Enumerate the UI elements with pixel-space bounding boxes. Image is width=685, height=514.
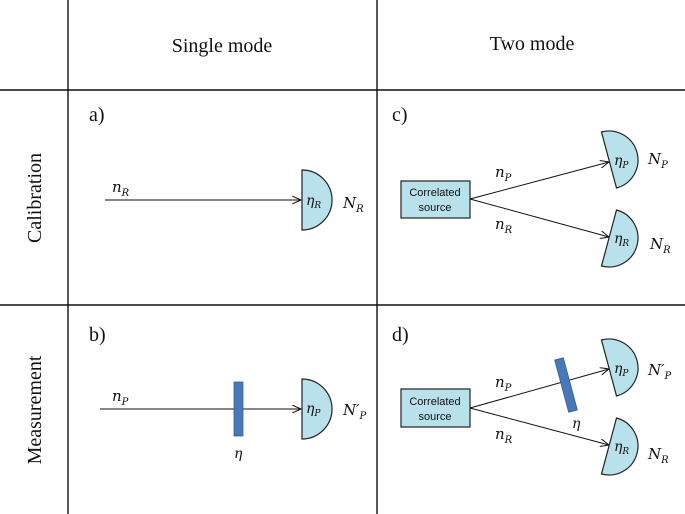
panel-d-detector-upper-counts: N′P (647, 361, 672, 382)
header-calibration: Calibration (24, 153, 46, 243)
panel-b-input-mode: nP (112, 387, 129, 408)
panel-b-detector-eff: ηP (306, 401, 321, 419)
panel-a: a) nR ηR NR (89, 104, 364, 231)
panel-a-counts: NR (342, 194, 364, 215)
panel-d-filter (554, 357, 578, 413)
panel-b-filter (233, 381, 244, 437)
panel-b-detector (301, 378, 333, 440)
panel-d-detector-lower-eff: ηR (614, 439, 629, 457)
panel-d-label: d) (392, 324, 409, 346)
panel-c-detector-upper-eff: ηP (614, 153, 629, 171)
panel-c-source-line2: source (418, 202, 451, 214)
panel-d-beam-upper (469, 369, 609, 409)
panel-d-mode-lower: nR (495, 425, 513, 446)
panel-b-label: b) (89, 324, 106, 346)
panel-d-filter-label: η (572, 416, 581, 432)
panel-c-source-box (400, 180, 471, 219)
panel-a-detector-eff: ηR (306, 193, 321, 211)
panel-a-input-mode: nR (112, 178, 130, 199)
panel-c-beam-lower (469, 198, 609, 237)
panel-c-mode-upper: nP (495, 163, 512, 184)
panel-c-detector-upper-counts: NP (647, 150, 668, 171)
panel-c-mode-lower: nR (495, 215, 513, 236)
panel-c-detector-lower-eff: ηR (614, 231, 629, 249)
header-measurement: Measurement (24, 355, 46, 464)
panel-d-detector-upper-eff: ηP (614, 361, 629, 379)
panel-d-source-line2: source (418, 411, 451, 423)
panel-c-source-line1: Correlated (409, 187, 460, 199)
panel-d-source-line1: Correlated (409, 396, 460, 408)
panel-a-label: a) (89, 104, 105, 126)
panel-d-detector-lower-counts: NR (647, 445, 669, 466)
panel-c-detector-lower (600, 209, 639, 268)
panel-c-detector-upper (600, 130, 639, 189)
panel-d-detector-upper (600, 338, 639, 397)
panel-c-beam-upper (469, 162, 609, 200)
panel-c: c) Correlated source nP nR ηP NP ηR NR (392, 104, 671, 268)
panel-b-filter-label: η (234, 446, 243, 462)
panel-d-mode-upper: nP (495, 373, 512, 394)
panel-d-source-box (400, 388, 471, 428)
panel-d-detector-lower (600, 417, 639, 476)
panel-d-beam-lower (469, 407, 609, 445)
panel-b: b) nP η ηP N′P (89, 324, 367, 462)
panel-a-detector (301, 169, 333, 231)
panel-d: d) Correlated source η nP nR ηP N′P ηR N… (392, 324, 672, 476)
header-two-mode: Two mode (490, 33, 575, 55)
panel-c-detector-lower-counts: NR (649, 235, 671, 256)
header-single-mode: Single mode (172, 35, 273, 57)
panel-b-counts: N′P (342, 401, 367, 422)
panel-c-label: c) (392, 104, 408, 126)
